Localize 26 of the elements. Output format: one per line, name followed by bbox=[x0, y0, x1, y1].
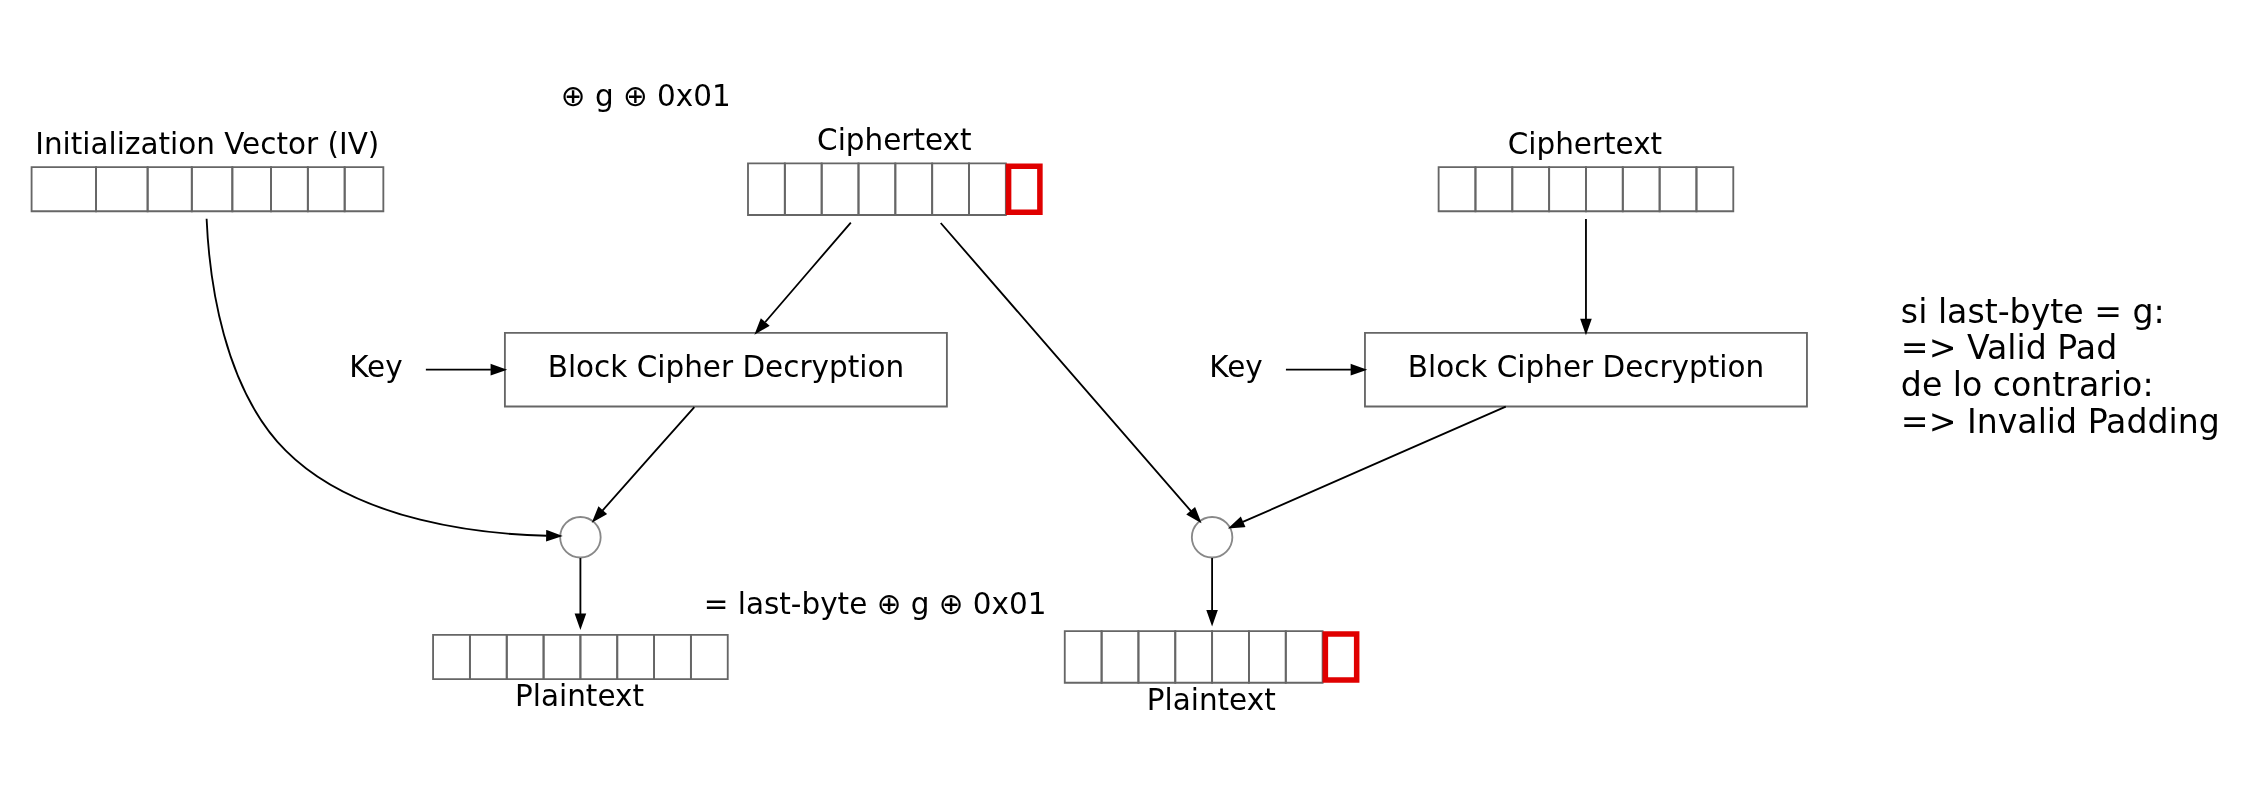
node-label: Plaintext bbox=[1146, 682, 1276, 717]
arrow bbox=[939, 221, 1202, 523]
label: si last-byte = g: bbox=[1900, 291, 2165, 331]
node-text: Key bbox=[349, 349, 403, 384]
node-circle bbox=[559, 515, 602, 558]
arrow bbox=[1285, 363, 1368, 375]
node-circle bbox=[1190, 515, 1234, 558]
node-label: Plaintext bbox=[515, 678, 645, 713]
label: de lo contrario: bbox=[1900, 364, 2154, 404]
arrow bbox=[574, 556, 587, 630]
node-text: Key bbox=[1209, 349, 1263, 384]
node-box: Block Cipher Decryption bbox=[1364, 331, 1808, 407]
label: => Invalid Padding bbox=[1900, 401, 2220, 441]
node-box: Block Cipher Decryption bbox=[503, 331, 948, 407]
arrow bbox=[424, 363, 508, 375]
node-label: Ciphertext bbox=[817, 122, 972, 157]
arrow bbox=[754, 221, 852, 335]
node-label: Ciphertext bbox=[1507, 126, 1663, 161]
arrow bbox=[1227, 405, 1507, 528]
arrow bbox=[1206, 556, 1218, 626]
arrow bbox=[591, 405, 696, 523]
node-label: Initialization Vector (IV) bbox=[35, 126, 380, 161]
node-label: ⊕ g ⊕ 0x01 bbox=[560, 78, 731, 113]
node-label: = last-byte ⊕ g ⊕ 0x01 bbox=[703, 586, 1047, 621]
arrow bbox=[205, 217, 563, 542]
arrow bbox=[1580, 217, 1592, 335]
